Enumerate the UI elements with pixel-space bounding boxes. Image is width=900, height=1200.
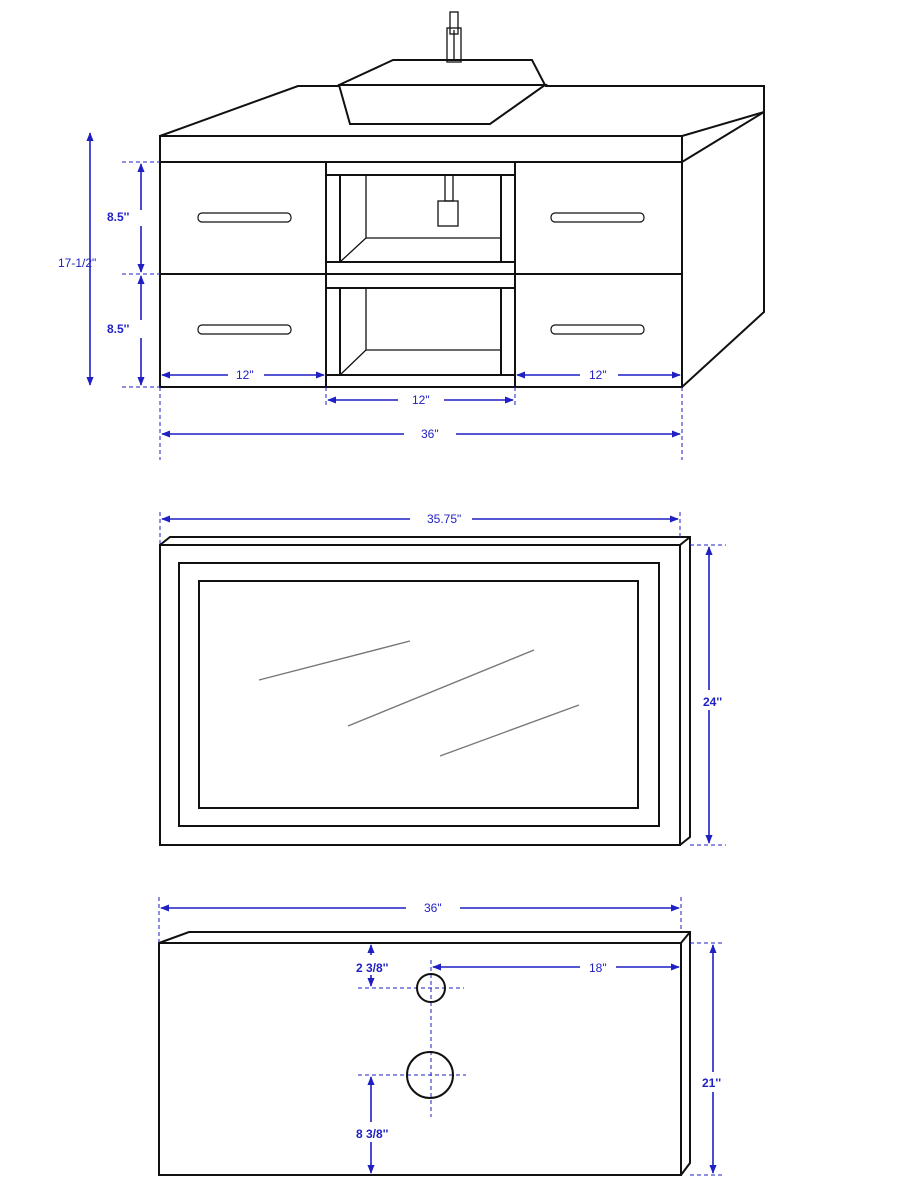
mirror-height-label: 24'' bbox=[703, 695, 722, 709]
mirror-glass bbox=[198, 580, 639, 809]
mirror-view: 35.75" 24'' bbox=[159, 512, 726, 846]
cabinet-side bbox=[681, 110, 765, 388]
countertop-width-label: 36" bbox=[424, 901, 442, 915]
countertop-perspective bbox=[159, 85, 340, 137]
mirror-frame bbox=[159, 544, 681, 846]
drain-edge-offset-label: 8 3/8'' bbox=[356, 1127, 389, 1141]
drawer-height-top-label: 8.5'' bbox=[107, 210, 130, 224]
countertop-top-view: 36" 2 3/8'' 18" 21'' 8 3/8'' bbox=[158, 897, 722, 1176]
countertop-edge bbox=[159, 135, 683, 163]
glass-reflection-lines bbox=[258, 640, 580, 757]
right-drawer-width-label: 12" bbox=[589, 368, 607, 382]
overall-width-label: 36" bbox=[421, 427, 439, 441]
center-opening-width-label: 12" bbox=[412, 393, 430, 407]
countertop-depth-label: 21'' bbox=[702, 1076, 721, 1090]
drain-hole bbox=[406, 1051, 454, 1099]
drawer-handle bbox=[197, 212, 645, 335]
mirror-width-label: 35.75" bbox=[427, 512, 461, 526]
vessel-sink bbox=[338, 59, 547, 86]
faucet bbox=[446, 11, 462, 63]
faucet-hole bbox=[416, 973, 446, 1003]
center-open-shelving bbox=[325, 161, 516, 388]
drawer-height-bottom-label: 8.5'' bbox=[107, 322, 130, 336]
countertop-slab bbox=[158, 942, 682, 1176]
vanity-front-view: 17-1/2" 8.5'' 8.5'' 12" 12" 12" 36" bbox=[58, 11, 765, 460]
left-drawer-width-label: 12" bbox=[236, 368, 254, 382]
faucet-hole-edge-offset-label: 2 3/8'' bbox=[356, 961, 389, 975]
height-total-label: 17-1/2" bbox=[58, 256, 96, 270]
faucet-hole-right-offset-label: 18" bbox=[589, 961, 607, 975]
